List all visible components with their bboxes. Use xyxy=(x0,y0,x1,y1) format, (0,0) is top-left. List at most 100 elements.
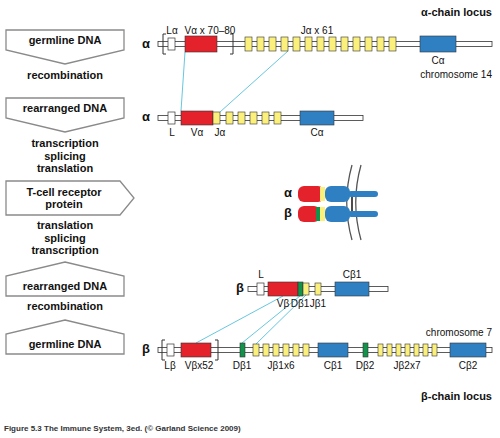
stage-text-area: rearranged DNA xyxy=(8,276,122,296)
j-segment xyxy=(269,37,276,51)
stage-outline-shape xyxy=(6,181,134,215)
d-region xyxy=(316,207,320,221)
segment-name: Vβx52 xyxy=(185,360,214,372)
segment-name: Lβ xyxy=(164,360,175,372)
d-segment xyxy=(240,343,245,357)
stage-text-area: rearranged DNA xyxy=(8,98,122,118)
segment-name: Cβ1 xyxy=(343,269,362,281)
v-segment xyxy=(185,36,217,52)
j-segment xyxy=(341,37,348,51)
cell-membrane xyxy=(347,165,352,240)
leader-line xyxy=(181,52,185,111)
j-region xyxy=(320,187,325,201)
j-segment xyxy=(317,37,324,51)
chain-name: α xyxy=(142,110,150,125)
stage-label: rearranged DNA xyxy=(23,102,107,114)
segment-name: L xyxy=(258,269,264,281)
j-segment xyxy=(303,344,309,356)
j-segment xyxy=(377,37,384,51)
stage-box: germline DNA xyxy=(6,30,124,64)
leader-segment xyxy=(167,344,174,356)
step-name: translation splicing transcription xyxy=(19,219,111,257)
j-segment xyxy=(405,344,410,356)
j-segment xyxy=(303,283,309,295)
stage-label: rearranged DNA xyxy=(23,280,107,292)
figure-caption: Figure 5.3 The Immune System, 3ed. (© Ga… xyxy=(4,424,241,433)
stage-text-area: germline DNA xyxy=(8,30,122,50)
j-segment xyxy=(274,112,281,124)
j-segment xyxy=(353,37,360,51)
stage-text-area: T-cell receptor protein xyxy=(8,181,120,215)
chain-name: β xyxy=(236,281,244,296)
chain-name: α xyxy=(142,37,150,52)
j-segment xyxy=(315,283,321,295)
j-segment xyxy=(253,344,259,356)
stage-label: T-cell receptor protein xyxy=(8,186,120,210)
stage-box: T-cell receptor protein xyxy=(6,181,134,215)
d-segment xyxy=(363,343,368,357)
stage-box: rearranged DNA xyxy=(6,98,124,132)
bracket xyxy=(163,34,166,54)
leader-segment xyxy=(257,283,264,295)
leader-line xyxy=(220,51,288,112)
leader-segment xyxy=(168,112,175,124)
j-segment xyxy=(423,344,428,356)
j-segment xyxy=(432,344,437,356)
step-name: transcription splicing translation xyxy=(19,137,111,175)
locus-name: β-chain locus xyxy=(421,390,492,403)
j-segment xyxy=(293,37,300,51)
j-segment xyxy=(226,112,233,124)
c-segment xyxy=(318,343,348,357)
segment-name: Cα xyxy=(431,55,444,67)
j-segment xyxy=(283,344,289,356)
j-segment xyxy=(281,37,288,51)
bracket xyxy=(215,340,218,360)
j-segment xyxy=(245,37,252,51)
j-segment xyxy=(329,37,336,51)
j-segment xyxy=(213,112,220,124)
bracket xyxy=(230,34,233,54)
step-name: recombination xyxy=(27,300,103,313)
j-segment xyxy=(263,344,269,356)
leader-line xyxy=(196,296,283,343)
locus-name: α-chain locus xyxy=(421,6,492,19)
chromosome-name: chromosome 14 xyxy=(420,69,492,81)
segment-name: Cβ1 xyxy=(324,360,343,372)
stage-outline-shape xyxy=(6,320,124,354)
v-segment xyxy=(181,343,211,357)
leader-segment xyxy=(168,38,175,50)
j-segment xyxy=(293,344,299,356)
j-segment xyxy=(273,344,279,356)
c-segment xyxy=(450,343,486,357)
segment-name: Jβ1 xyxy=(310,298,326,310)
j-segment xyxy=(305,37,312,51)
j-region xyxy=(320,207,325,221)
segment-name: Jα xyxy=(215,127,226,139)
chain-name: β xyxy=(142,342,150,357)
c-segment xyxy=(300,111,334,125)
stage-box: rearranged DNA xyxy=(6,262,124,296)
segment-name: Vα x 70–80 xyxy=(185,25,236,37)
segment-name: Vβ xyxy=(277,298,289,310)
d-segment xyxy=(298,282,303,296)
stage-outline-shape xyxy=(6,98,124,132)
c-domain xyxy=(325,186,350,202)
stage-label: germline DNA xyxy=(29,34,102,46)
segment-name: Dβ1 xyxy=(291,298,310,310)
step-name: recombination xyxy=(27,69,103,82)
c-segment xyxy=(335,282,369,296)
transmembrane-stalk xyxy=(348,211,378,217)
v-domain xyxy=(298,206,320,222)
segment-name: L xyxy=(169,127,175,139)
segment-name: Jβ2x7 xyxy=(394,360,421,372)
segment-name: Jβ1x6 xyxy=(268,360,295,372)
j-segment xyxy=(414,344,419,356)
j-segment xyxy=(257,37,264,51)
stage-label: germline DNA xyxy=(29,338,102,350)
segment-name: Lα xyxy=(166,25,177,37)
v-segment xyxy=(268,282,298,296)
stage-box: germline DNA xyxy=(6,320,124,354)
bracket xyxy=(162,340,165,360)
j-segment xyxy=(250,112,257,124)
v-segment xyxy=(181,111,213,125)
